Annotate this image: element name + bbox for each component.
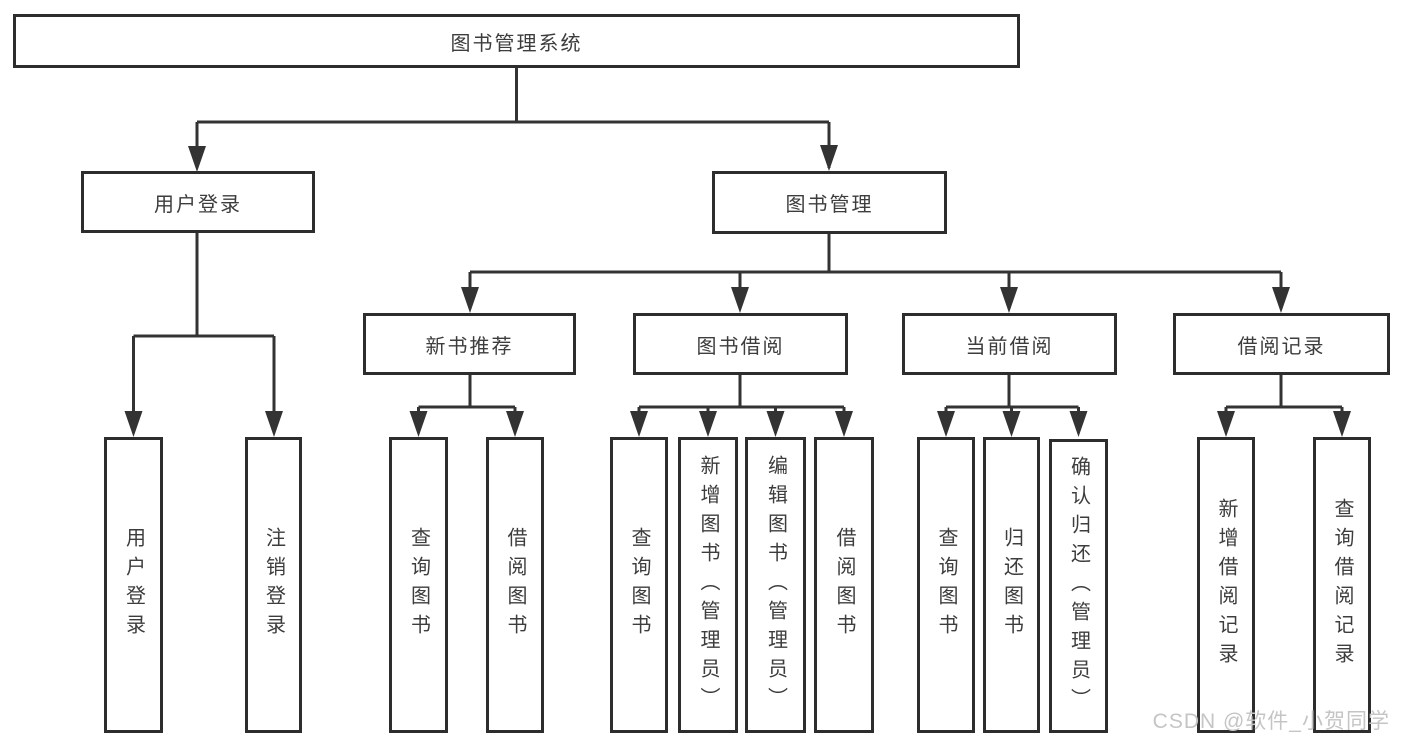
leaf-add-books-admin-label: 新增图书（管理员） [697,454,719,716]
leaf-logout-label: 注销登录 [262,527,285,643]
leaf-query-books-2: 查询图书 [610,437,668,733]
connector-paths [132,68,1344,433]
leaf-edit-books-admin-label: 编辑图书（管理员） [764,454,787,716]
leaf-return-books: 归还图书 [983,437,1040,733]
arrowheads [124,145,1351,437]
leaf-add-borrow-record: 新增借阅记录 [1197,437,1255,733]
leaf-borrow-books-1: 借阅图书 [486,437,544,733]
leaf-edit-books-admin: 编辑图书（管理员） [745,437,806,733]
leaf-borrow-books-2: 借阅图书 [814,437,874,733]
node-book-management-label: 图书管理 [785,194,874,216]
leaf-query-books-1-label: 查询图书 [407,527,430,643]
leaf-query-books-1: 查询图书 [389,437,448,733]
leaf-query-borrow-record-label: 查询借阅记录 [1331,498,1353,672]
leaf-add-borrow-record-label: 新增借阅记录 [1215,498,1237,672]
leaf-query-books-3-label: 查询图书 [935,527,957,643]
leaf-confirm-return-admin-label: 确认归还（管理员） [1067,455,1090,717]
node-user-login: 用户登录 [81,171,315,233]
node-current-borrowing-label: 当前借阅 [965,335,1054,358]
node-library-system-label: 图书管理系统 [450,32,583,55]
node-borrowing-records-label: 借阅记录 [1237,335,1326,358]
leaf-return-books-label: 归还图书 [1000,527,1023,643]
node-current-borrowing: 当前借阅 [902,313,1117,375]
node-borrowing-records: 借阅记录 [1173,313,1390,375]
leaf-query-borrow-record: 查询借阅记录 [1313,437,1371,733]
leaf-query-books-3: 查询图书 [917,437,975,733]
leaf-user-login-label: 用户登录 [122,527,145,643]
node-book-management: 图书管理 [712,171,947,234]
csdn-watermark: CSDN @软件_小贺同学 [1152,710,1390,733]
leaf-add-books-admin: 新增图书（管理员） [678,437,738,733]
node-new-book-recommend-label: 新书推荐 [425,335,514,358]
node-library-system: 图书管理系统 [13,14,1020,68]
leaf-confirm-return-admin: 确认归还（管理员） [1049,439,1108,733]
leaf-user-login: 用户登录 [104,437,163,733]
leaf-borrow-books-1-label: 借阅图书 [504,527,526,643]
node-new-book-recommend: 新书推荐 [363,313,576,375]
leaf-query-books-2-label: 查询图书 [628,527,650,643]
leaf-logout: 注销登录 [245,437,302,733]
leaf-borrow-books-2-label: 借阅图书 [833,527,855,643]
node-book-borrowing: 图书借阅 [633,313,848,375]
node-book-borrowing-label: 图书借阅 [696,335,785,358]
node-user-login-label: 用户登录 [154,193,242,216]
